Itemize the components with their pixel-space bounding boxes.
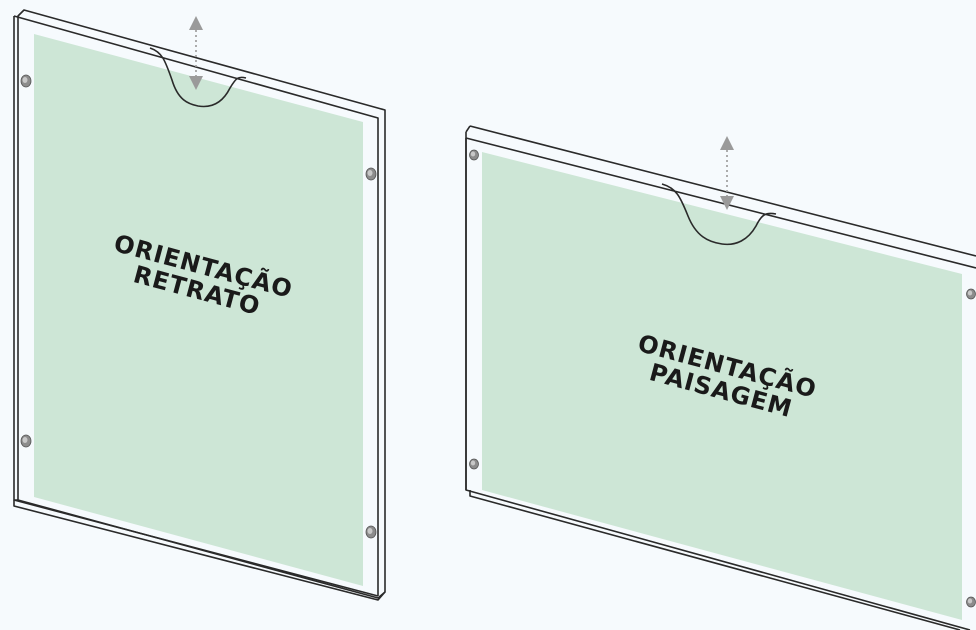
portrait-screw-top-right — [365, 167, 377, 181]
portrait-notch — [149, 47, 247, 108]
landscape-screw-bottom-right — [966, 596, 976, 608]
portrait-holder — [13, 9, 386, 601]
portrait-frame-bottom-edge — [13, 499, 386, 601]
portrait-frame-back — [17, 9, 386, 599]
portrait-screw-top-left — [20, 74, 32, 88]
landscape-screw-bottom-left — [469, 458, 479, 470]
landscape-sheet — [482, 152, 962, 620]
portrait-screw-bottom-right — [365, 525, 377, 539]
landscape-insert-arrow — [720, 136, 734, 210]
portrait-sheet — [34, 34, 363, 586]
landscape-screw-top-left — [469, 149, 479, 161]
landscape-holder — [465, 125, 976, 630]
portrait-screw-bottom-left — [20, 434, 32, 448]
landscape-notch — [661, 183, 777, 246]
landscape-frame-front — [465, 137, 976, 630]
portrait-insert-arrow — [189, 16, 203, 90]
landscape-screw-top-right — [966, 288, 976, 300]
